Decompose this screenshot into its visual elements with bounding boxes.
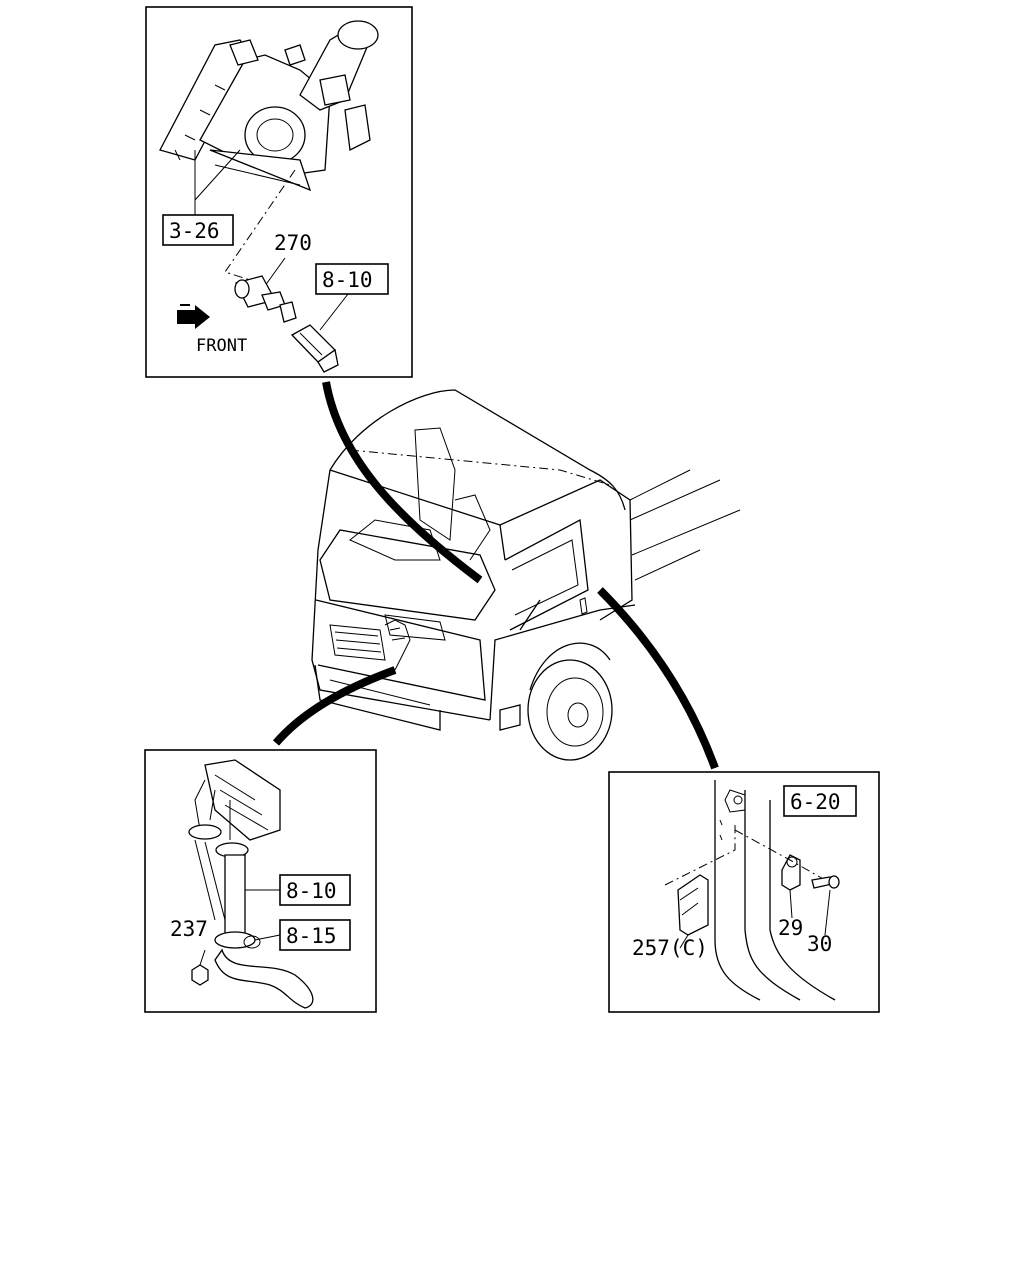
door-frame-section (714, 780, 836, 1001)
top-detail-panel: 3-26 270 8-10 FRONT (145, 6, 413, 378)
ref-6-20-label: 6-20 (790, 790, 841, 814)
part-237-label: 237 (170, 917, 208, 941)
part-257c-label: 257(C) (632, 936, 708, 960)
bracket-29 (781, 854, 801, 891)
door-switch-257c (664, 825, 736, 936)
screw-30 (811, 875, 840, 889)
lower-right-detail-panel: 6-20 257(C) 29 30 (608, 771, 880, 1013)
front-label: FRONT (196, 336, 247, 356)
harness-grommet-assembly (188, 759, 314, 1009)
ref-8-10-left-label: 8-10 (286, 879, 337, 903)
front-wheel (527, 642, 613, 761)
truck-cab-illustration (311, 389, 741, 761)
ref-3-26-label: 3-26 (169, 219, 220, 243)
lower-left-detail-panel: 8-10 8-15 237 (144, 749, 377, 1013)
part-29-label: 29 (778, 916, 803, 940)
part-30-label: 30 (807, 932, 832, 956)
engine-pump-assembly (159, 20, 379, 192)
pressure-switch-270 (234, 275, 297, 323)
front-direction-arrow (177, 304, 210, 329)
part-270-label: 270 (274, 231, 312, 255)
ref-8-15-label: 8-15 (286, 924, 337, 948)
harness-connector (290, 324, 339, 373)
ref-8-10-top-label: 8-10 (322, 268, 373, 292)
